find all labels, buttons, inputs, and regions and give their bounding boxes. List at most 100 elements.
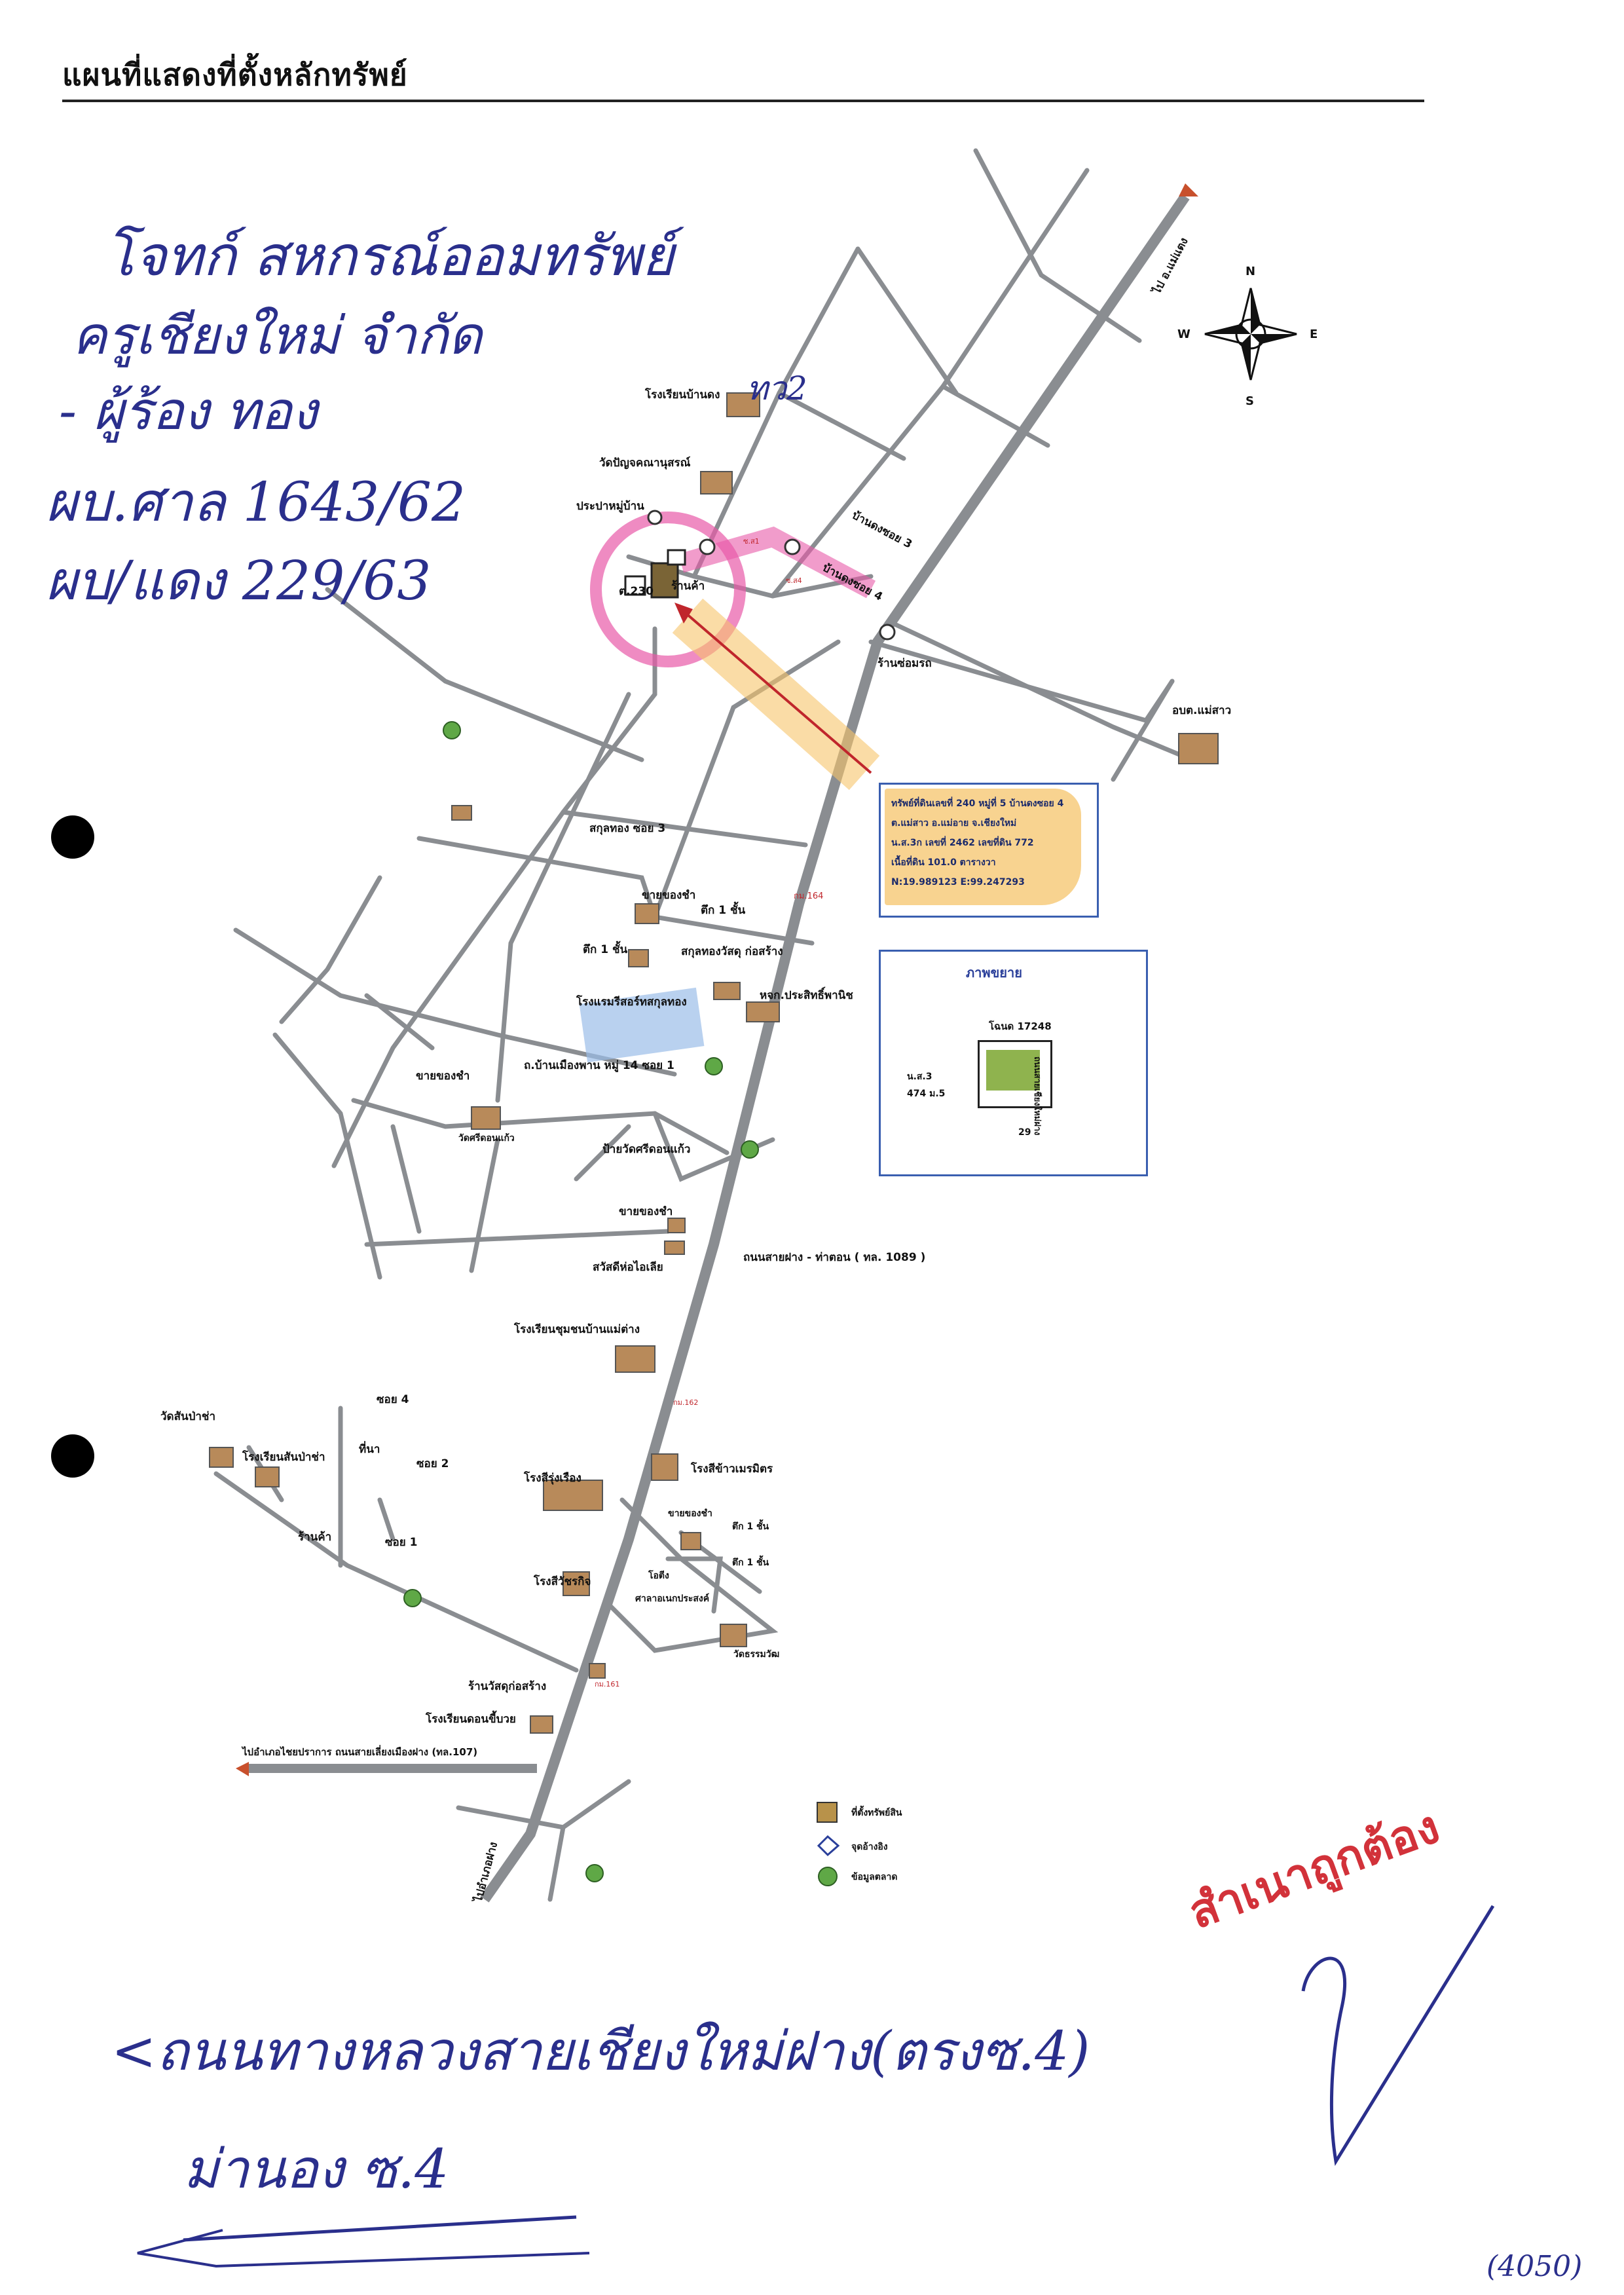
- hw-line2: ครูเชียงใหม่ จำกัด: [72, 305, 485, 367]
- handwritten-notes: โจทก์ สหกรณ์ออมทรัพย์ ครูเชียงใหม่ จำกัด…: [46, 224, 1582, 2283]
- hw-page-no: (4050): [1486, 2250, 1582, 2283]
- label-rice-mill3: โรงสีวัชรกิจ: [533, 1575, 591, 1588]
- label-km164: กม.164: [794, 891, 823, 901]
- label-t1b: ตึก 1 ชั้น: [732, 1555, 769, 1568]
- label-soi4: ซอย 4: [377, 1393, 409, 1406]
- info-line-2: ต.แม่สาว อ.แม่อาย จ.เชียงใหม่: [891, 818, 1017, 829]
- label-to-fang: ไปอำเภอฝาง: [471, 1840, 500, 1905]
- label-shop-lam3: ขายของชำ: [619, 1205, 673, 1218]
- label-shop1: ร้านค้า: [671, 580, 705, 593]
- label-school-sanpaya: โรงเรียนสันป่าช่า: [242, 1450, 325, 1464]
- label-supply: ร้านวัสดุก่อสร้าง: [468, 1680, 546, 1693]
- neighbour-lot: [624, 575, 646, 596]
- route-highlight-pink: [678, 526, 876, 599]
- label-sakunthong-construct: สกุลทองวัสดุ ก่อสร้าง: [681, 945, 783, 958]
- info-line-4: เนื้อที่ดิน 101.0 ตารางวา: [891, 857, 996, 868]
- enlarge-lot-fill: [986, 1050, 1040, 1091]
- property-info-box: ทรัพย์ที่ดินเลขที่ 240 หมู่ที่ 5 บ้านดงซ…: [879, 783, 1099, 918]
- signature: [1301, 1905, 1495, 2166]
- label-pavilion: ศาลาอเนกประสงค์: [635, 1593, 709, 1604]
- label-wat-sanpaya: วัดสันป่าช่า: [160, 1410, 215, 1423]
- label-soi1: ซอย 1: [385, 1536, 417, 1549]
- label-sign-wat: ป้ายวัดศรีดอนแก้ว: [602, 1142, 690, 1156]
- label-school-bankong: โรงเรียนบ้านดง: [644, 388, 720, 401]
- label-shop2: ร้านค้า: [298, 1531, 331, 1544]
- reference-points: [699, 538, 896, 641]
- compass-n: N: [1246, 265, 1255, 278]
- enlarge-side-road: ถนนสายเชียงใหม่ฝาง: [1032, 1056, 1042, 1136]
- legend: ที่ตั้งทรัพย์สิน จุดอ้างอิง ข้อมูลตลาด: [817, 1802, 902, 1886]
- label-shop-lam: ขายของชำ: [642, 889, 695, 902]
- legend-item-market: ข้อมูลตลาด: [851, 1872, 897, 1882]
- label-t1a: ตึก 1 ชั้น: [732, 1519, 769, 1532]
- label-rice-mill2: โรงสีข้าวเมรมิตร: [690, 1462, 773, 1476]
- enlargement-panel: ภาพขยาย โฉนด 17248 น.ส.3 474 ม.5 29 ถนนส…: [879, 950, 1148, 1176]
- target-circle: [590, 512, 746, 667]
- label-two-storey: ตึก 1 ชั้น: [701, 901, 746, 917]
- label-one-storey: ตึก 1 ชั้น: [583, 941, 628, 956]
- label-village-tap: ประปาหมู่บ้าน: [576, 500, 644, 513]
- info-highlight: [885, 789, 1081, 905]
- legend-item-reference: จุดอ้างอิง: [851, 1842, 888, 1852]
- compass-e: E: [1310, 327, 1318, 341]
- label-soi2: ซอย 2: [416, 1457, 449, 1470]
- hw-case2: ผบ/แดง 229/63: [46, 550, 431, 612]
- hw-bottom2: ม่านอง ซ.4: [183, 2138, 449, 2201]
- label-soi-a: ซ.ส1: [743, 537, 760, 546]
- label-km162: กม.162: [673, 1398, 698, 1407]
- label-hardware: หจก.ประสิทธิ์พานิช: [760, 986, 853, 1002]
- label-wat-pan: วัดปัญจคณานุสรณ์: [599, 456, 691, 470]
- label-house: โอตีง: [648, 1569, 669, 1581]
- label-km161: กม.161: [595, 1680, 619, 1689]
- compass-rose: N S E W: [1177, 265, 1318, 408]
- label-shop-lam4: ขายของชำ: [668, 1508, 712, 1519]
- hotel-area: [579, 987, 705, 1063]
- label-hotel: โรงแรมรีสอร์ทสกุลทอง: [576, 995, 687, 1009]
- label-lot: ต.230: [619, 585, 654, 598]
- label-obt: อบต.แม่สาว: [1172, 704, 1231, 717]
- punch-hole-top: [51, 815, 94, 859]
- label-rice-mill: โรงสีรุ่งเรือง: [523, 1471, 581, 1485]
- label-sawasdee: สวัสดีห่อไอเลีย: [593, 1260, 663, 1274]
- enlarge-lot-outline: [978, 1040, 1052, 1108]
- page-title: แผนที่แสดงที่ตั้งหลักทรัพย์: [62, 57, 408, 92]
- info-line-3: น.ส.3ก เลขที่ 2462 เลขที่ดิน 772: [891, 838, 1034, 848]
- label-school-community: โรงเรียนชุมชนบ้านแม่ต่าง: [513, 1322, 640, 1336]
- road-to-maetaeng-arrow: [1179, 183, 1198, 196]
- legend-item-property: ที่ตั้งทรัพย์สิน: [851, 1805, 902, 1818]
- label-teemoo: ที่นา: [359, 1441, 380, 1456]
- enlarge-title: ภาพขยาย: [966, 965, 1022, 980]
- label-wat-chai: วัดธรรมวัฒ: [733, 1649, 779, 1660]
- title-underline: [62, 100, 1424, 102]
- label-school-don: โรงเรียนดอนขี้บวย: [425, 1710, 516, 1726]
- label-shop-lam2: ขายของชำ: [416, 1070, 470, 1083]
- enlarge-deed: โฉนด 17248: [989, 1020, 1052, 1032]
- hw-line1: โจทก์ สหกรณ์ออมทรัพย์: [105, 224, 684, 288]
- hw-mark: ทว2: [747, 369, 807, 407]
- building-icons: [209, 392, 1219, 1734]
- enlarge-area: 474 ม.5: [907, 1089, 946, 1099]
- label-road: ถนนสายฝาง - ท่าตอน ( ทล. 1089 ): [743, 1251, 925, 1264]
- property-marker: [650, 562, 679, 599]
- main-road-highway-1089: [480, 193, 1190, 1903]
- label-motorcycle: ร้านซ่อมรถ: [877, 657, 932, 670]
- compass-w: W: [1177, 327, 1190, 341]
- hw-line3: - ผู้ร้อง ทอง: [59, 381, 321, 443]
- label-ban-kong-3: บ้านดงซอย 3: [850, 509, 914, 551]
- hw-bottom1: <ถนนทางหลวงสายเชียงใหม่ฝาง(ตรงซ.4): [111, 2021, 1090, 2083]
- label-soi-b: ซ.ส4: [786, 576, 802, 585]
- pointer-arrow: [680, 608, 872, 774]
- label-sakunthong3: สกุลทอง ซอย 3: [589, 822, 665, 835]
- label-to-province: ไปอำเภอไชยปราการ ถนนสายเลี่ยงเมืองฝาง (ท…: [241, 1745, 477, 1758]
- info-line-1: ทรัพย์ที่ดินเลขที่ 240 หมู่ที่ 5 บ้านดงซ…: [891, 798, 1064, 809]
- side-roads: [213, 148, 1194, 1902]
- market-markers: [403, 721, 759, 1882]
- hw-case1: ผบ.ศาล 1643/62: [46, 472, 466, 534]
- info-line-5: N:19.989123 E:99.247293: [891, 877, 1025, 887]
- label-ban-mueangpan: ถ.บ้านเมืองพาน หมู่ 14 ซอย 1: [524, 1058, 674, 1073]
- compass-s: S: [1246, 394, 1254, 408]
- label-wat-sriton: วัดศรีดอนแก้ว: [458, 1133, 515, 1144]
- punch-hole-bottom: [51, 1434, 94, 1478]
- enlarge-ns3: น.ส.3: [907, 1072, 932, 1082]
